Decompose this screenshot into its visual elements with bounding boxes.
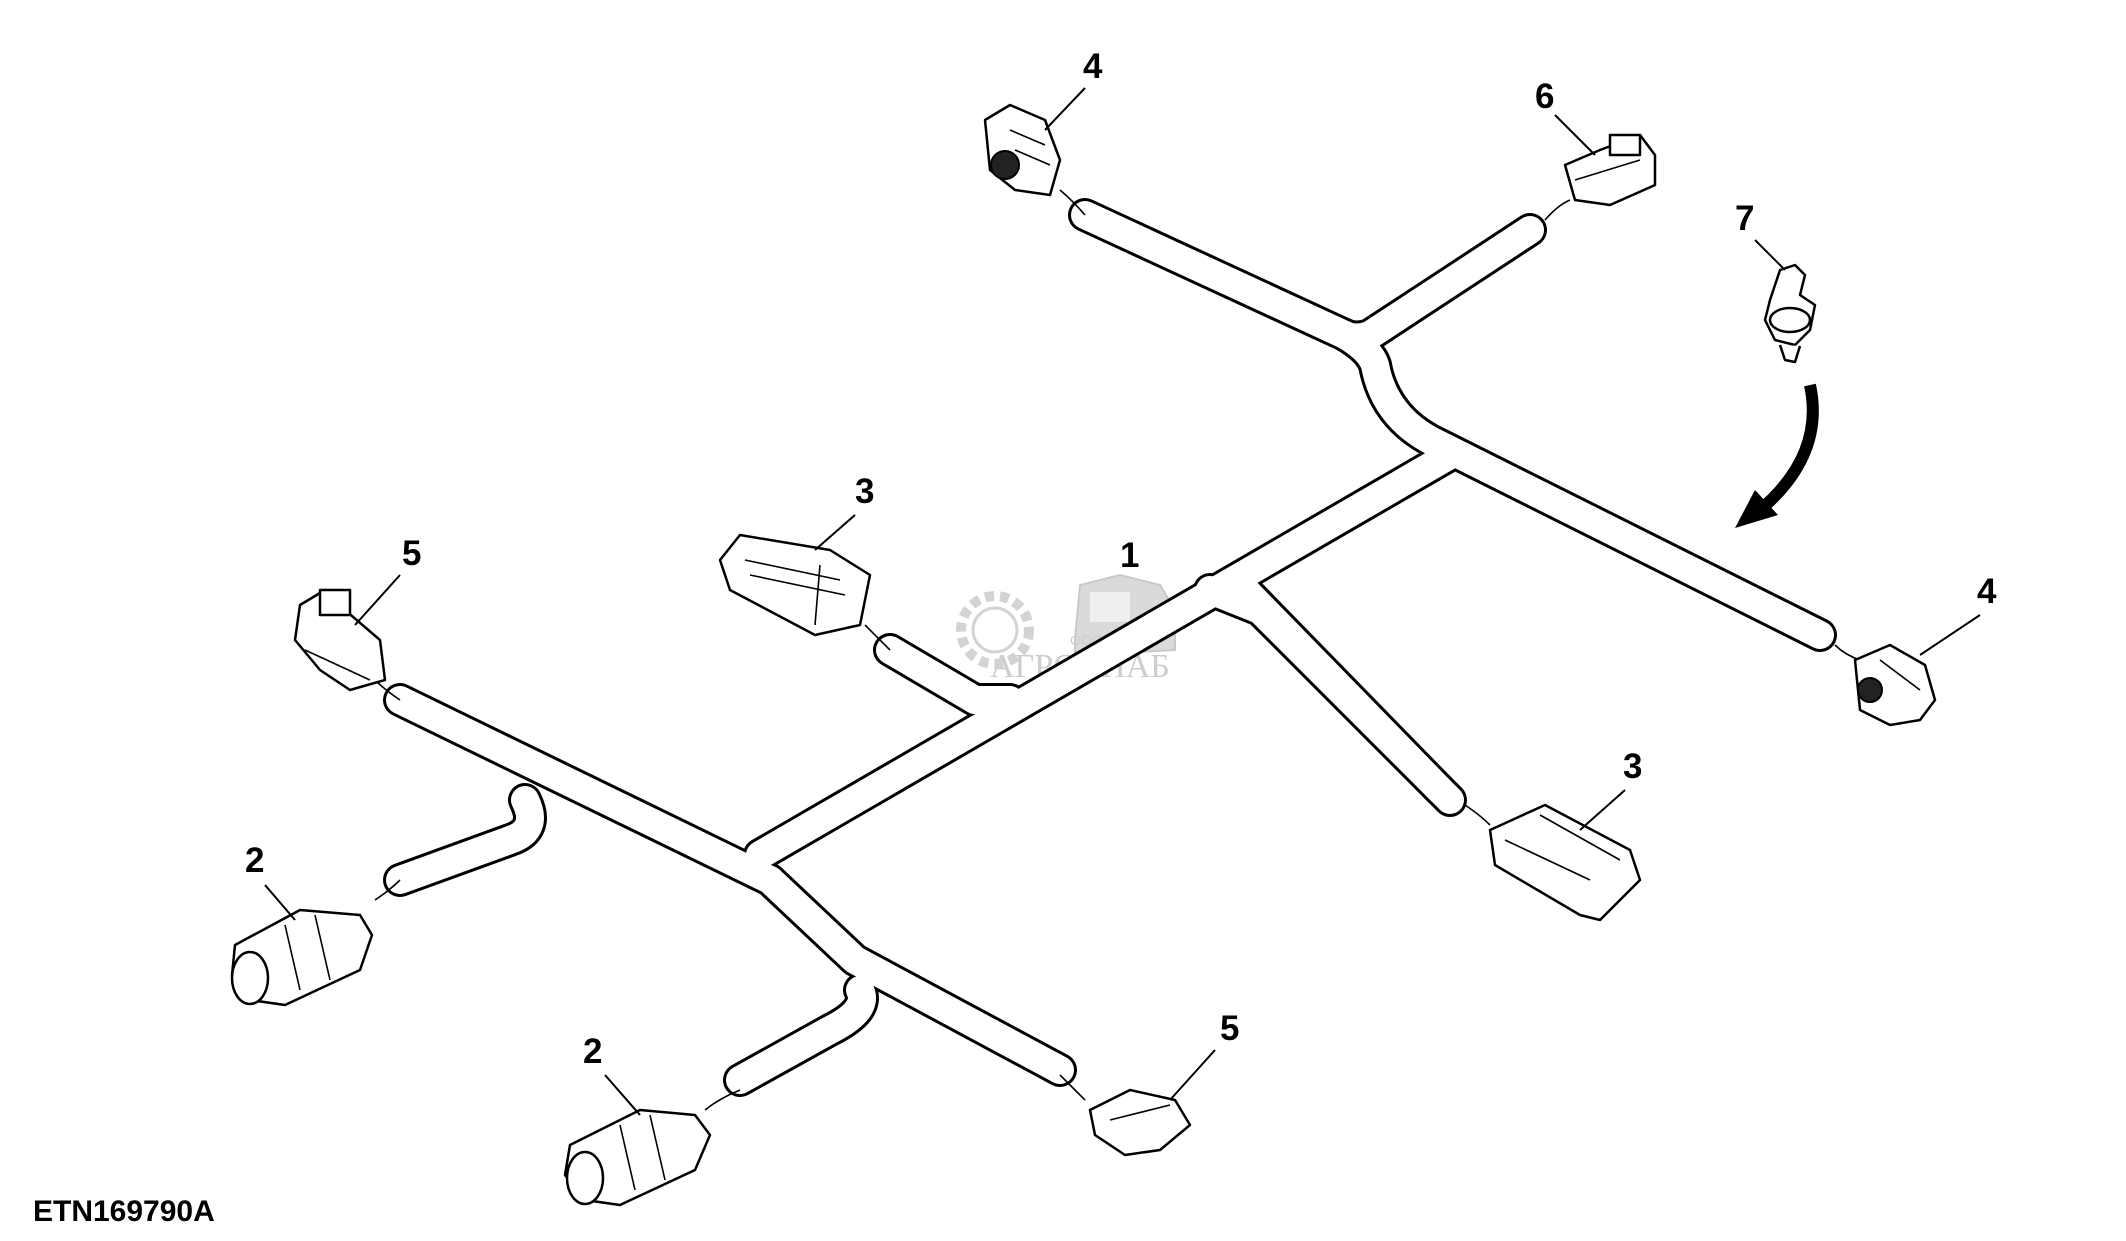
callout-6: 6 xyxy=(1535,77,1554,116)
callout-4-top: 4 xyxy=(1083,47,1103,86)
connector-2-bottom xyxy=(563,1089,741,1207)
callout-2-bottom: 2 xyxy=(583,1032,602,1071)
figure-id: ETN169790A xyxy=(33,1195,215,1228)
cable-tie-7 xyxy=(1763,263,1817,364)
connector-4-top xyxy=(983,103,1086,216)
connector-6 xyxy=(1544,133,1657,221)
assembly-arrow-icon xyxy=(1735,383,1819,528)
connector-2-left xyxy=(230,879,401,1007)
watermark-gear-icon xyxy=(956,591,1034,669)
callout-5-bottom: 5 xyxy=(1220,1009,1239,1048)
harness-trunk xyxy=(383,198,1837,1097)
callout-7: 7 xyxy=(1735,199,1754,238)
connector-3-right xyxy=(1464,803,1642,922)
callout-4-right: 4 xyxy=(1977,572,1997,611)
connector-5-left xyxy=(293,588,401,701)
connector-4-right xyxy=(1834,643,1937,727)
callout-1: 1 xyxy=(1120,536,1139,575)
callout-3-right: 3 xyxy=(1623,747,1642,786)
callout-5-left: 5 xyxy=(402,534,421,573)
leader-lines xyxy=(264,87,1981,1116)
callout-3-center: 3 xyxy=(855,472,874,511)
callout-2-left: 2 xyxy=(245,841,264,880)
connector-3-center xyxy=(718,533,891,651)
connector-5-bottom xyxy=(1059,1074,1192,1157)
